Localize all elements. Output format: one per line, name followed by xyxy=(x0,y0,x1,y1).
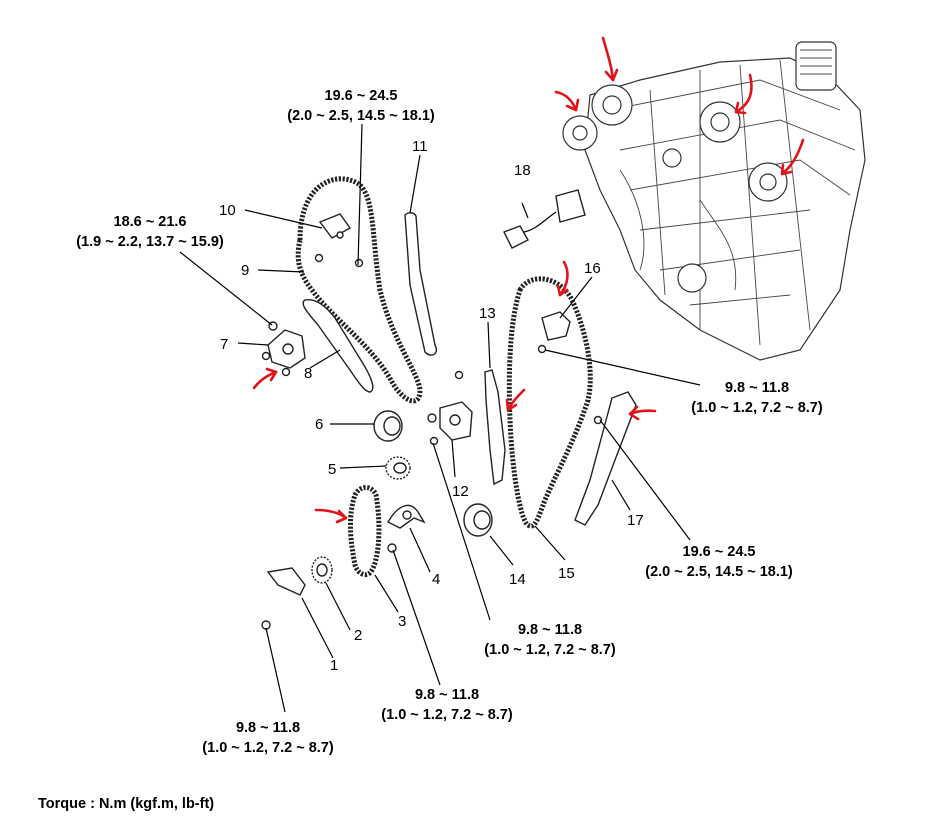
red-arrow-2 xyxy=(554,90,580,112)
callout-3: 3 xyxy=(398,613,406,630)
torque-top-sub: (2.0 ~ 2.5, 14.5 ~ 18.1) xyxy=(287,108,435,124)
callout-2: 2 xyxy=(354,627,362,644)
torque-center-value: 9.8 ~ 11.8 xyxy=(518,622,582,638)
callout-9: 9 xyxy=(241,262,249,279)
torque-bottom-left-value: 9.8 ~ 11.8 xyxy=(236,720,300,736)
sprocket-14 xyxy=(463,503,493,537)
callout-18: 18 xyxy=(514,162,531,179)
callout-numbers: 1 2 3 4 5 6 7 8 9 10 11 12 13 14 15 16 1… xyxy=(219,138,644,674)
callout-12: 12 xyxy=(452,483,469,500)
torque-left-value: 18.6 ~ 21.6 xyxy=(114,214,187,230)
callout-13: 13 xyxy=(479,305,496,322)
chain-guide-8 xyxy=(302,298,374,393)
callout-16: 16 xyxy=(584,260,601,277)
tensioner-12 xyxy=(427,401,473,441)
red-arrow-4 xyxy=(780,138,805,176)
tensioner-16 xyxy=(541,311,571,341)
red-arrow-6 xyxy=(505,388,526,412)
torque-specs: 19.6 ~ 24.5 (2.0 ~ 2.5, 14.5 ~ 18.1) 18.… xyxy=(76,88,823,756)
oil-pump-chain-guide-1 xyxy=(266,567,306,596)
sensor-18 xyxy=(503,189,586,249)
oil-pump-chain-3 xyxy=(347,485,382,578)
sprocket-5 xyxy=(385,456,411,480)
callout-15: 15 xyxy=(558,565,575,582)
bolt-group-left xyxy=(261,231,364,377)
bolt-1 xyxy=(261,620,271,630)
tensioner-arm-4 xyxy=(387,504,426,529)
callout-6: 6 xyxy=(315,416,323,433)
red-arrow-1 xyxy=(601,36,619,82)
red-arrow-9 xyxy=(252,367,278,390)
chain-guide-11 xyxy=(404,212,437,356)
torque-unit-legend: Torque : N.m (kgf.m, lb-ft) xyxy=(38,796,214,812)
callout-14: 14 xyxy=(509,571,526,588)
torque-left-sub: (1.9 ~ 2.2, 13.7 ~ 15.9) xyxy=(76,234,224,250)
leader-lines xyxy=(179,123,701,713)
red-arrow-5 xyxy=(556,260,569,297)
timing-chain-left xyxy=(295,176,423,404)
red-arrow-7 xyxy=(628,405,657,421)
callout-10: 10 xyxy=(219,202,236,219)
sprocket-6 xyxy=(373,410,403,442)
tensioner-7 xyxy=(267,329,306,369)
engine-block-illustration xyxy=(562,41,866,361)
sprocket-2 xyxy=(311,556,333,584)
torque-right-upper-value: 9.8 ~ 11.8 xyxy=(725,380,789,396)
torque-top-value: 19.6 ~ 24.5 xyxy=(325,88,398,104)
torque-center-sub: (1.0 ~ 1.2, 7.2 ~ 8.7) xyxy=(484,642,616,658)
bolt-4 xyxy=(387,543,397,553)
timing-chain-right xyxy=(506,276,593,529)
torque-lower-center-value: 9.8 ~ 11.8 xyxy=(415,687,479,703)
bolt-group-right xyxy=(429,344,603,446)
red-arrow-8 xyxy=(314,508,348,524)
callout-4: 4 xyxy=(432,571,440,588)
torque-right-upper-sub: (1.0 ~ 1.2, 7.2 ~ 8.7) xyxy=(691,400,823,416)
torque-right-lower-value: 19.6 ~ 24.5 xyxy=(683,544,756,560)
torque-bottom-left-sub: (1.0 ~ 1.2, 7.2 ~ 8.7) xyxy=(202,740,334,756)
callout-1: 1 xyxy=(330,657,338,674)
chain-guide-13 xyxy=(484,369,506,486)
torque-lower-center-sub: (1.0 ~ 1.2, 7.2 ~ 8.7) xyxy=(381,707,513,723)
red-arrow-3 xyxy=(734,73,753,115)
tensioner-10 xyxy=(318,213,352,239)
callout-5: 5 xyxy=(328,461,336,478)
chain-guide-17 xyxy=(574,391,637,526)
callout-17: 17 xyxy=(627,512,644,529)
callout-11: 11 xyxy=(412,138,428,155)
callout-8: 8 xyxy=(304,365,312,382)
callout-7: 7 xyxy=(220,336,228,353)
torque-right-lower-sub: (2.0 ~ 2.5, 14.5 ~ 18.1) xyxy=(645,564,793,580)
red-annotation-arrows xyxy=(252,36,805,524)
